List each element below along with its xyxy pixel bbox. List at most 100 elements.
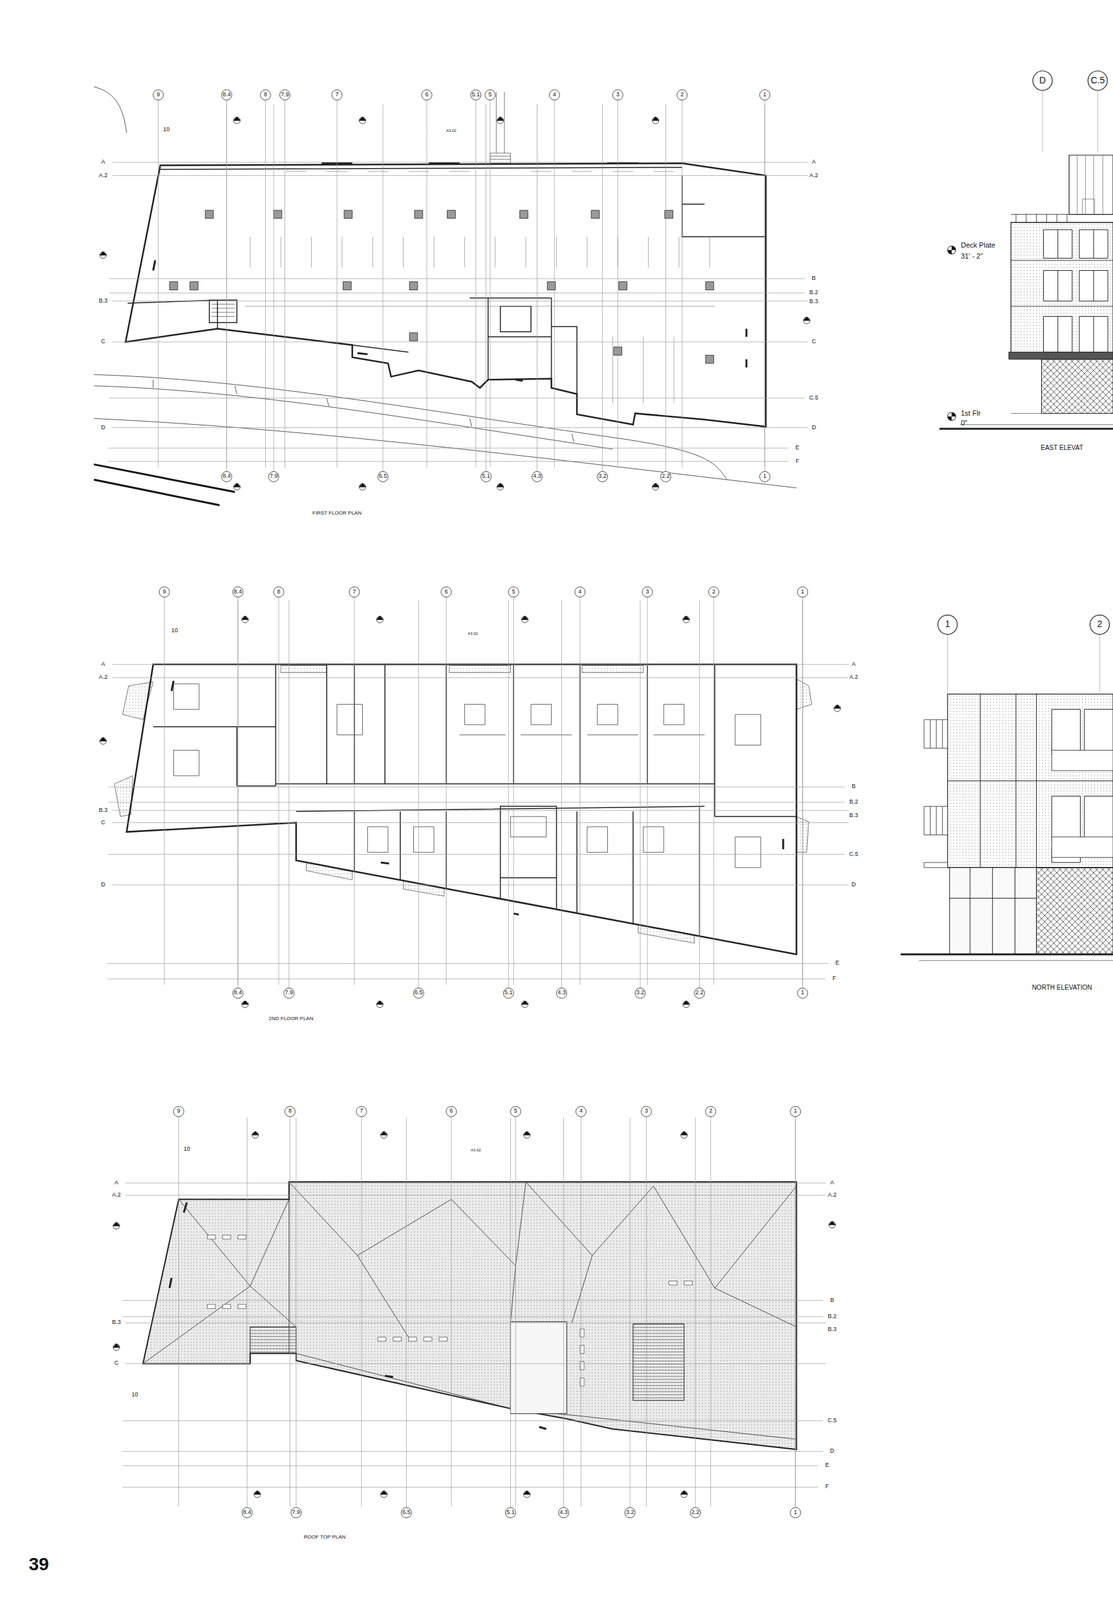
grid-line bbox=[247, 1118, 248, 1509]
grid-row-label: B.3 bbox=[111, 1319, 122, 1327]
grid-line bbox=[695, 1118, 696, 1509]
sheet-reference: A3.02 bbox=[470, 1148, 482, 1154]
grid-bubble bbox=[1087, 71, 1108, 91]
grid-line bbox=[764, 104, 766, 472]
grid-bubble-label: 8.4 bbox=[243, 1510, 252, 1517]
grid-line bbox=[273, 104, 275, 472]
roof-core bbox=[510, 1322, 567, 1415]
section-marker bbox=[803, 316, 810, 325]
grid-bubble bbox=[485, 89, 496, 101]
grid-line bbox=[1042, 90, 1044, 153]
section-marker bbox=[376, 1001, 383, 1009]
grid-bubble bbox=[660, 471, 671, 482]
grid-row-label: A.2 bbox=[98, 172, 109, 180]
grid-line bbox=[122, 1316, 823, 1318]
grid-bubble-label: 9 bbox=[177, 1108, 181, 1115]
roof-outline bbox=[142, 1182, 797, 1450]
grid-row-label: B.2 bbox=[848, 799, 859, 806]
grid-bubble bbox=[575, 1106, 586, 1117]
grid-line bbox=[947, 634, 949, 692]
grid-row-label: B bbox=[829, 1297, 835, 1305]
grid-bubble-label: 2 bbox=[708, 1108, 713, 1115]
grid-bubble bbox=[283, 988, 295, 999]
grid-line bbox=[513, 597, 515, 986]
grid-bubble bbox=[268, 471, 279, 482]
grid-row-label: B.3 bbox=[827, 1327, 838, 1334]
grid-line bbox=[122, 1451, 823, 1453]
sheet-reference: A3.02 bbox=[466, 631, 479, 637]
grid-line bbox=[1097, 90, 1099, 153]
elevation-title: EAST ELEVAT bbox=[1040, 443, 1084, 451]
grid-bubble-label: 7.9 bbox=[280, 91, 290, 99]
grid-bubble bbox=[694, 988, 705, 999]
grid-bubble bbox=[759, 89, 771, 101]
grid-bubble bbox=[260, 89, 271, 101]
grid-line bbox=[109, 397, 805, 399]
grid-line bbox=[681, 100, 683, 468]
roof-surface bbox=[142, 1182, 797, 1450]
grid-bubble-label: 3.2 bbox=[626, 1510, 635, 1517]
grid-line bbox=[450, 1116, 452, 1507]
level-label: 0" bbox=[961, 419, 968, 427]
grid-bubble bbox=[790, 1508, 801, 1519]
grid-bubble bbox=[400, 1508, 412, 1519]
section-marker bbox=[99, 251, 107, 259]
grid-bubble bbox=[232, 587, 244, 598]
grid-bubble-label: 1 bbox=[800, 589, 804, 596]
grid-row-label: A bbox=[100, 159, 106, 166]
grid-line bbox=[579, 597, 581, 986]
section-marker bbox=[497, 117, 504, 125]
grid-line bbox=[107, 979, 826, 980]
grid-line bbox=[295, 1118, 297, 1509]
walls bbox=[127, 167, 766, 395]
grid-line bbox=[111, 300, 808, 302]
grid-row-label: B.2 bbox=[827, 1314, 838, 1321]
grid-row-label: C bbox=[810, 338, 817, 346]
grid-line bbox=[561, 600, 562, 989]
grid-bubble-label: 6.5 bbox=[378, 473, 388, 480]
plan-title: FIRST FLOOR PLAN bbox=[312, 510, 362, 517]
grid-bubble bbox=[159, 587, 170, 598]
grid-line bbox=[580, 1116, 582, 1507]
grid-bubble-label: 2 bbox=[712, 589, 716, 596]
grid-bubble bbox=[356, 1106, 367, 1117]
grid-line bbox=[111, 810, 849, 811]
grid-bubble bbox=[377, 471, 389, 482]
grid-bubble bbox=[532, 471, 543, 482]
grid-row-label: A bbox=[100, 661, 106, 669]
grid-bubble-label: 5 bbox=[514, 1108, 518, 1115]
grid-line bbox=[647, 597, 649, 986]
grid-row-label: D bbox=[100, 424, 107, 432]
grid-bubble-label: 4 bbox=[579, 1108, 583, 1115]
grid-bubble-label: 8 bbox=[277, 589, 281, 596]
grid-bubble-label: 7.9 bbox=[292, 1510, 301, 1517]
grid-line bbox=[108, 854, 845, 855]
grid-bubble bbox=[549, 89, 560, 101]
grid-line bbox=[445, 597, 447, 986]
grid-line bbox=[510, 1118, 511, 1509]
level-label: 1st Flr bbox=[961, 409, 982, 418]
grid-line bbox=[554, 100, 555, 468]
grid-line bbox=[111, 427, 808, 429]
section-marker bbox=[113, 1343, 120, 1351]
grid-label: 10 bbox=[170, 627, 179, 635]
grid-line bbox=[288, 600, 290, 989]
grid-bubble bbox=[232, 988, 244, 999]
grid-bubble-label: 5 bbox=[488, 91, 492, 99]
grid-row-label: F bbox=[794, 458, 800, 465]
section-marker bbox=[523, 1491, 531, 1499]
grid-label: 10 bbox=[130, 1392, 139, 1399]
grid-bubble-label: 5.1 bbox=[481, 473, 491, 480]
grid-bubble-label: 2.2 bbox=[661, 473, 670, 480]
grid-line bbox=[353, 597, 355, 986]
grid-bubble-label: C.5 bbox=[1090, 75, 1105, 86]
grid-bubble bbox=[677, 89, 688, 101]
penthouse bbox=[1069, 155, 1113, 215]
grid-line bbox=[406, 1118, 407, 1509]
roof-plan bbox=[142, 1182, 797, 1450]
grid-bubble-label: 2.2 bbox=[695, 990, 704, 997]
grid-bubble bbox=[937, 615, 958, 635]
base-screen bbox=[1041, 359, 1113, 414]
grid-bubble bbox=[280, 89, 291, 101]
